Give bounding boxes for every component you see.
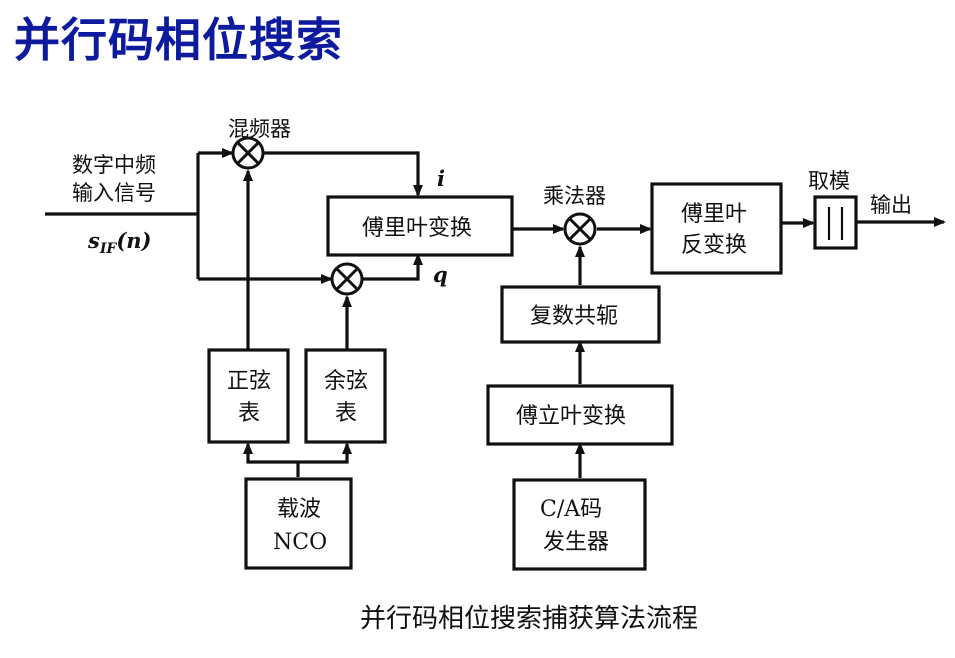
fft-block-label: 傅里叶变换 bbox=[362, 216, 472, 241]
mixer-i-to-fft-line bbox=[264, 151, 423, 197]
signal-subscript: IF bbox=[99, 241, 118, 257]
fft2-block bbox=[486, 384, 674, 446]
page-title: 并行码相位搜索 bbox=[14, 13, 343, 67]
cos-block-line2: 表 bbox=[335, 401, 357, 426]
ifft-block bbox=[650, 182, 783, 275]
signal-argument: (n) bbox=[116, 228, 151, 253]
ca-block-line1: C/A码 bbox=[540, 497, 602, 522]
modulus-label: 取模 bbox=[808, 169, 850, 193]
ifft-block-line2: 反变换 bbox=[681, 233, 747, 258]
input-label-line1: 数字中频 bbox=[72, 153, 156, 177]
cos-block bbox=[304, 348, 387, 444]
output-label: 输出 bbox=[870, 193, 912, 217]
modulus-block bbox=[813, 195, 858, 250]
nco-block-line1: 载波 bbox=[277, 497, 321, 522]
diagram-caption: 并行码相位搜索捕获算法流程 bbox=[360, 604, 699, 634]
sin-block-line1: 正弦 bbox=[227, 369, 271, 394]
multiplier-label: 乘法器 bbox=[543, 184, 606, 208]
ca-block bbox=[512, 478, 647, 571]
sin-block-line2: 表 bbox=[238, 401, 260, 426]
mixer-q-to-fft-line bbox=[363, 253, 423, 281]
q-label: q bbox=[433, 262, 448, 287]
signal-symbol: s bbox=[87, 228, 100, 253]
cos-block-line1: 余弦 bbox=[324, 369, 368, 394]
ifft-block-line1: 傅里叶 bbox=[681, 202, 747, 227]
multiplier bbox=[563, 212, 597, 246]
ca-block-line2: 发生器 bbox=[543, 530, 609, 555]
nco-to-cos-line bbox=[298, 442, 352, 464]
nco-block bbox=[244, 477, 353, 570]
fft2-block-label: 傅立叶变换 bbox=[516, 404, 626, 429]
nco-to-sin-line bbox=[243, 442, 298, 464]
mixer-label: 混频器 bbox=[228, 117, 291, 141]
input-signal-label: sIF(n) bbox=[87, 228, 151, 257]
fft-block bbox=[326, 195, 514, 257]
i-label: i bbox=[437, 166, 445, 191]
input-label-line2: 输入信号 bbox=[72, 181, 156, 205]
conj-block-label: 复数共轭 bbox=[530, 304, 618, 329]
mixer-q bbox=[330, 262, 364, 296]
mixer-i bbox=[231, 136, 265, 170]
sin-block bbox=[207, 348, 290, 444]
nco-block-line2: NCO bbox=[273, 530, 327, 555]
conj-block bbox=[500, 285, 661, 344]
